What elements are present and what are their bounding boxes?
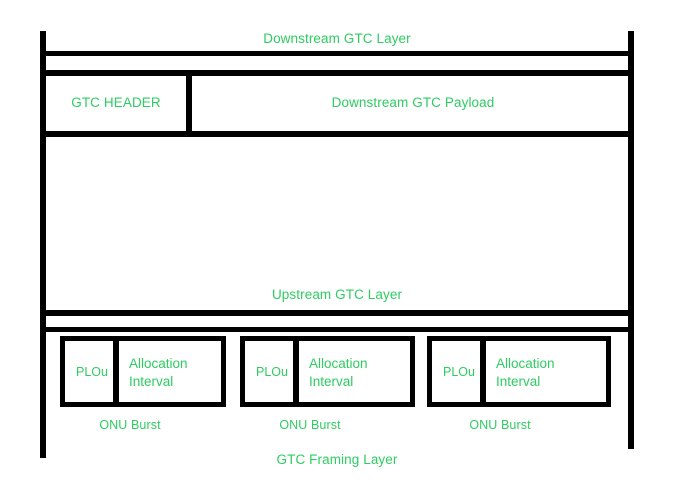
allocation-interval-label: Allocation Interval: [496, 356, 555, 389]
gtc-header-payload-divider: [186, 76, 192, 131]
onu-burst-box: PLOu Allocation Interval: [60, 336, 226, 407]
gtc-header-row-bottom-line: [40, 131, 634, 137]
framing-layer-top-line: [40, 327, 634, 332]
allocation-interval-label: Allocation Interval: [129, 356, 188, 389]
right-vertical-rail: [628, 31, 634, 449]
onu-burst-box: PLOu Allocation Interval: [240, 336, 415, 407]
plou-label: PLOu: [256, 365, 288, 379]
gtc-header-label: GTC HEADER: [71, 95, 161, 110]
upstream-gtc-layer-label: Upstream GTC Layer: [271, 287, 403, 302]
gtc-header-row-top-line: [40, 70, 634, 76]
plou-allocation-divider: [480, 341, 486, 402]
upstream-layer-bottom-line: [40, 310, 634, 316]
left-vertical-rail: [40, 31, 46, 458]
allocation-interval-label: Allocation Interval: [309, 356, 368, 389]
plou-allocation-divider: [293, 341, 299, 402]
downstream-layer-bottom-line: [40, 51, 634, 56]
onu-burst-caption: ONU Burst: [469, 418, 531, 432]
gtc-framing-layer-title: GTC Framing Layer: [276, 452, 398, 467]
plou-label: PLOu: [76, 365, 108, 379]
downstream-gtc-payload-label: Downstream GTC Payload: [331, 95, 495, 110]
onu-burst-caption: ONU Burst: [99, 418, 161, 432]
onu-burst-box: PLOu Allocation Interval: [427, 336, 611, 407]
onu-burst-caption: ONU Burst: [279, 418, 341, 432]
plou-allocation-divider: [113, 341, 119, 402]
downstream-gtc-layer-label: Downstream GTC Layer: [263, 31, 411, 46]
plou-label: PLOu: [443, 365, 475, 379]
